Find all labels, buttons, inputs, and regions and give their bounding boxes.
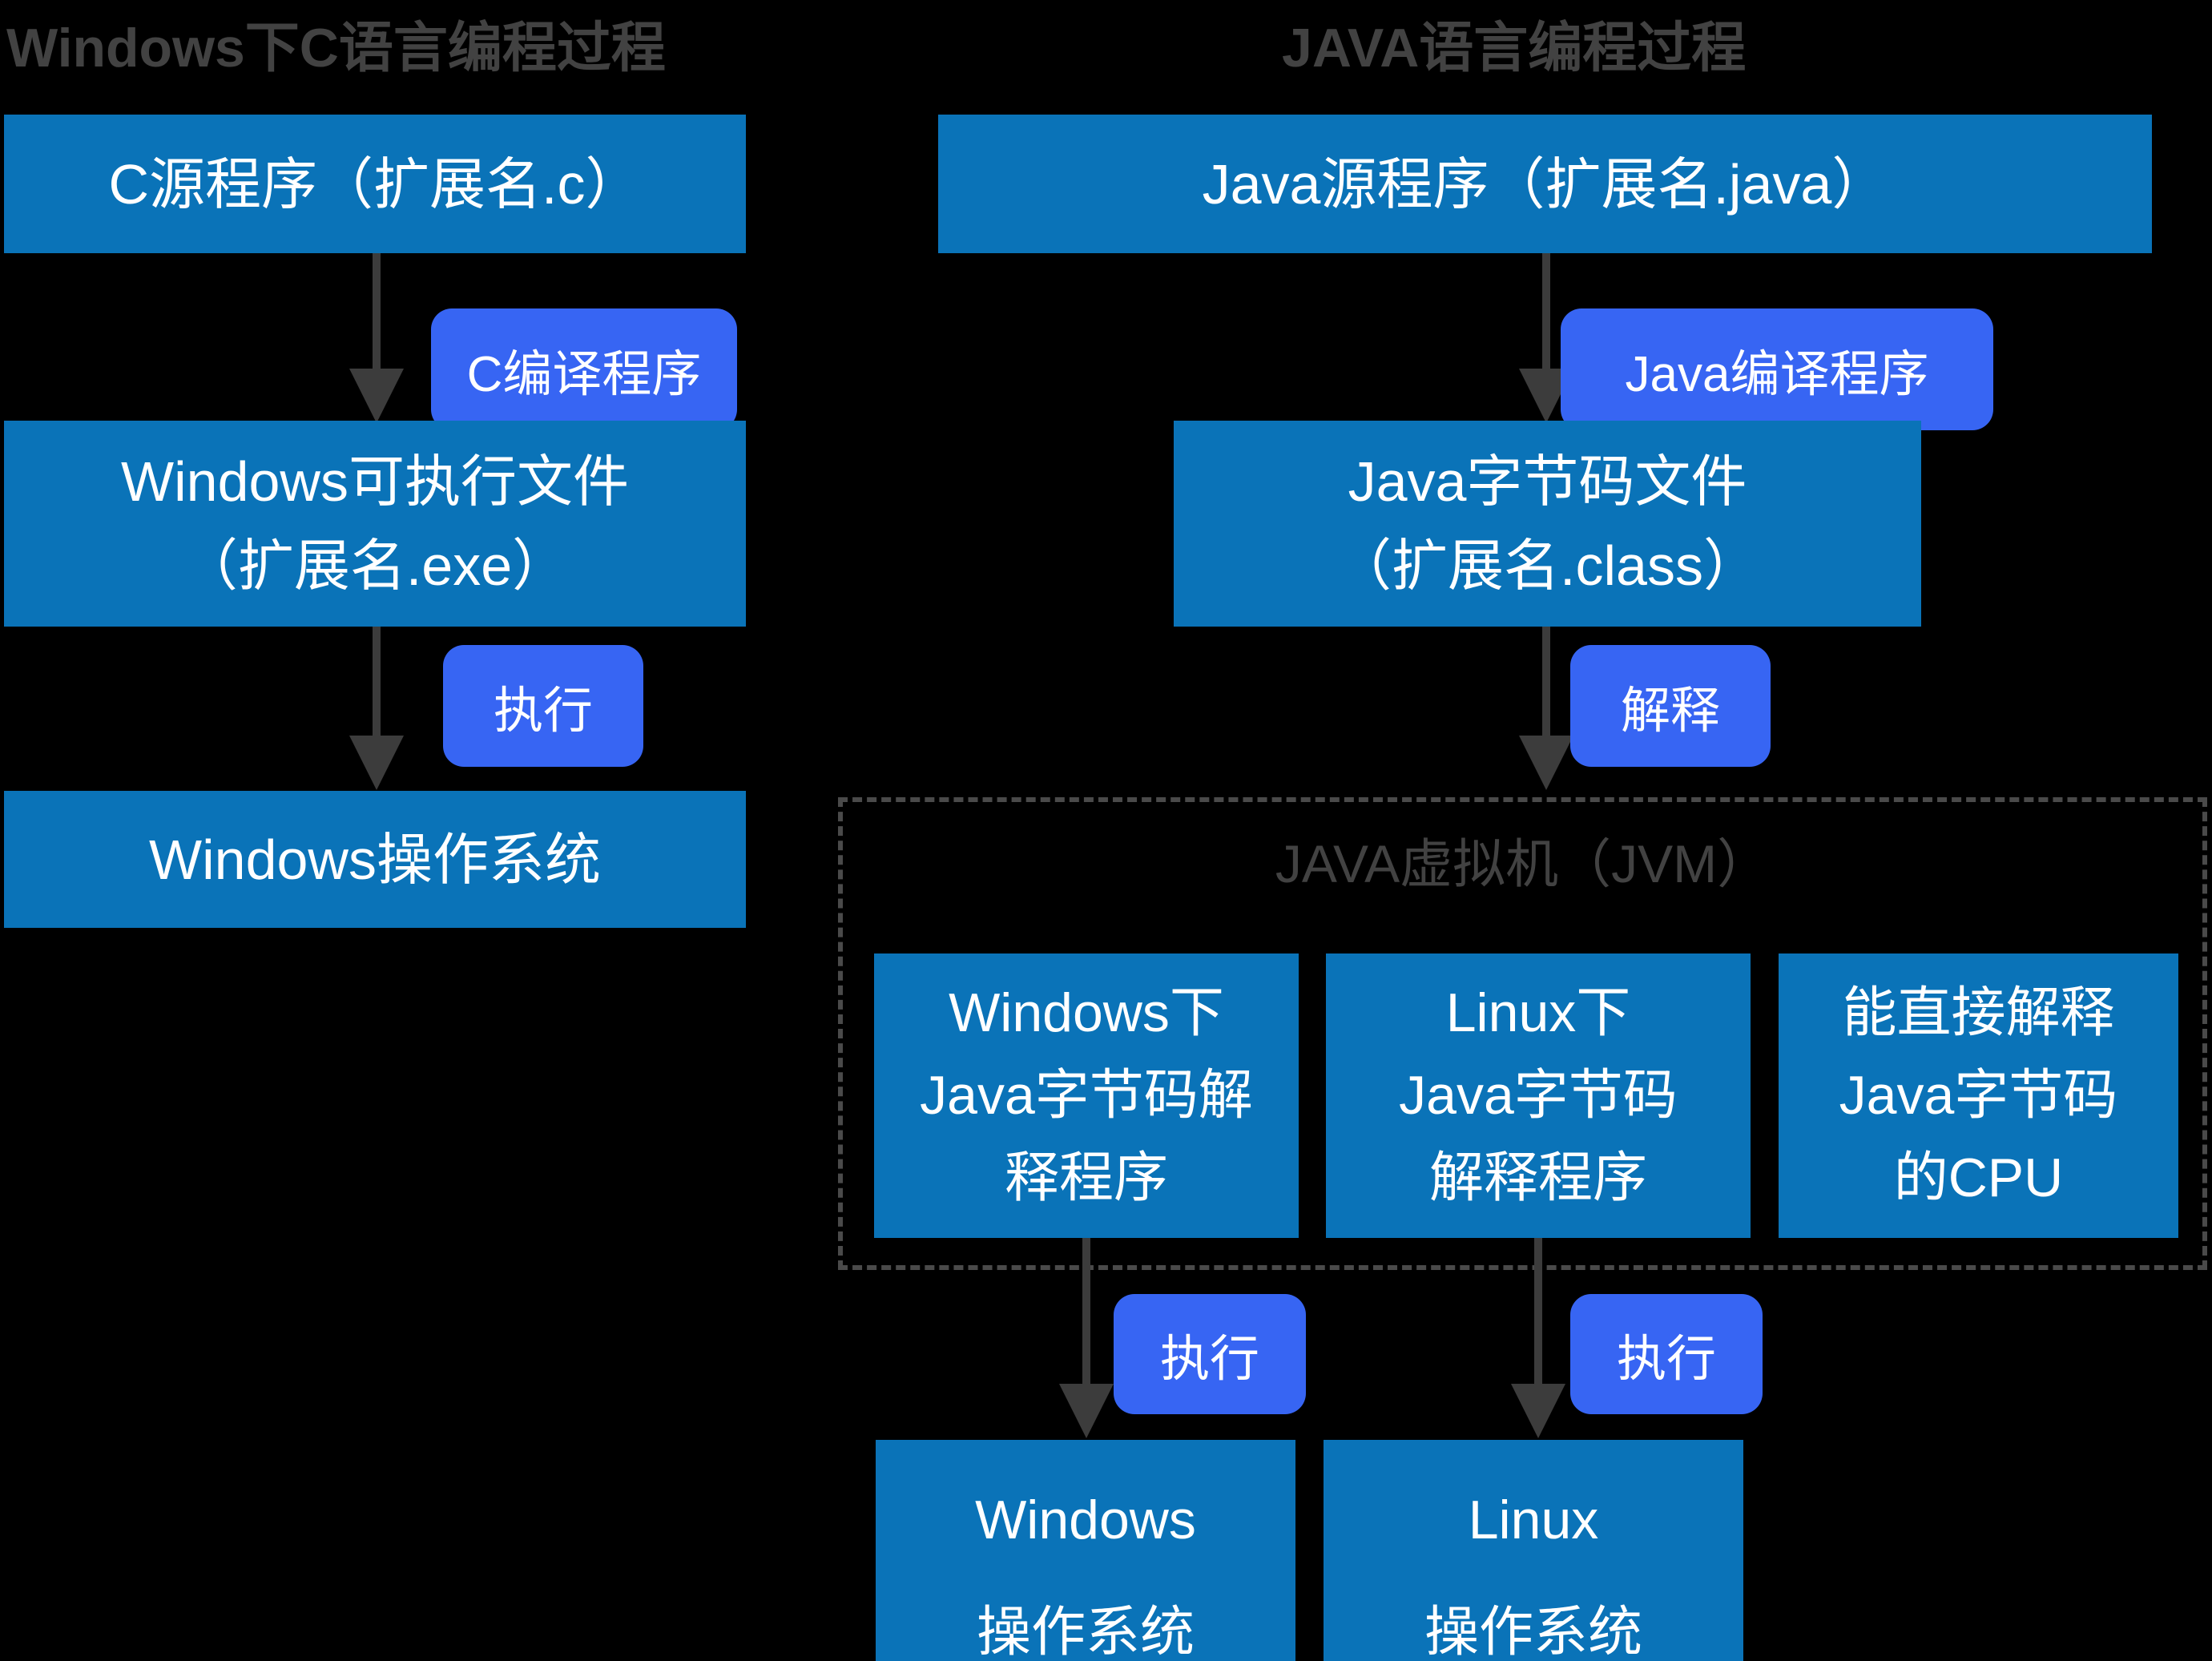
arrow-head-icon [349,369,404,423]
linux-os-bottom-line1: Linux [1468,1490,1599,1550]
interpret-pill-label: 解释 [1620,683,1720,739]
java-source-label: Java源程序（扩展名.java） [1202,152,1888,216]
java-bytecode-box: Java字节码文件 （扩展名.class） [1174,421,1921,627]
windows-exe-box: Windows可执行文件 （扩展名.exe） [4,421,746,627]
jvm-cpu-line1: 能直接解释 [1842,982,2115,1043]
jvm-linux-interpreter-line1: Linux下 [1445,982,1631,1043]
arrow-line [1542,627,1550,737]
jvm-linux-interpreter-line3: 解释程序 [1428,1147,1647,1208]
java-source-box: Java源程序（扩展名.java） [938,115,2152,253]
run-pill-linux-label: 执行 [1616,1332,1716,1387]
java-bytecode-label-line1: Java字节码文件 [1348,450,1747,513]
arrow-line [373,627,381,737]
arrow-line [1082,1238,1090,1385]
linux-os-box-bottom: Linux 操作系统 [1324,1440,1743,1661]
arrow-head-icon [1511,1384,1565,1438]
jvm-windows-interpreter-line3: 释程序 [1004,1147,1168,1208]
right-column-title: JAVA语言编程过程 [1282,18,1747,79]
java-compiler-pill: Java编译程序 [1561,308,1993,430]
linux-os-bottom-line2: 操作系统 [1424,1602,1642,1661]
c-compiler-label: C编译程序 [466,347,702,402]
jvm-cpu-line3: 的CPU [1893,1147,2064,1208]
run-pill-linux: 执行 [1570,1294,1763,1414]
windows-os-bottom-line2: 操作系统 [976,1602,1195,1661]
arrow-line [1534,1238,1542,1385]
jvm-windows-interpreter-box: Windows下 Java字节码解 释程序 [874,953,1299,1238]
arrow-line [1542,253,1550,370]
windows-os-box-bottom: Windows 操作系统 [876,1440,1295,1661]
jvm-windows-interpreter-line1: Windows下 [949,982,1224,1043]
interpret-pill: 解释 [1570,645,1771,767]
run-pill-left: 执行 [443,645,643,767]
run-pill-left-label: 执行 [493,683,593,739]
arrow-head-icon [349,736,404,790]
jvm-dashed-container [838,797,2207,1270]
jvm-linux-interpreter-box: Linux下 Java字节码 解释程序 [1326,953,1751,1238]
jvm-cpu-box: 能直接解释 Java字节码 的CPU [1779,953,2178,1238]
jvm-linux-interpreter-line2: Java字节码 [1399,1065,1678,1126]
windows-os-bottom-line1: Windows [975,1490,1196,1550]
run-pill-windows: 执行 [1114,1294,1306,1414]
java-compiler-label: Java编译程序 [1625,347,1929,402]
arrow-head-icon [1059,1384,1114,1438]
run-pill-windows-label: 执行 [1159,1332,1259,1387]
windows-os-box-left: Windows操作系统 [4,791,746,928]
arrow-head-icon [1519,736,1573,790]
windows-exe-label-line1: Windows可执行文件 [121,450,629,513]
c-source-box: C源程序（扩展名.c） [4,115,746,253]
c-compiler-pill: C编译程序 [431,308,737,430]
c-source-label: C源程序（扩展名.c） [108,152,642,216]
left-column-title: Windows下C语言编程过程 [6,18,666,79]
jvm-title: JAVA虚拟机（JVM） [1275,834,1771,893]
java-bytecode-label-line2: （扩展名.class） [1336,534,1759,597]
windows-exe-label-line2: （扩展名.exe） [181,534,569,597]
jvm-cpu-line2: Java字节码 [1839,1065,2118,1126]
windows-os-left-label: Windows操作系统 [149,828,601,891]
jvm-windows-interpreter-line2: Java字节码解 [920,1065,1253,1126]
arrow-line [373,253,381,370]
